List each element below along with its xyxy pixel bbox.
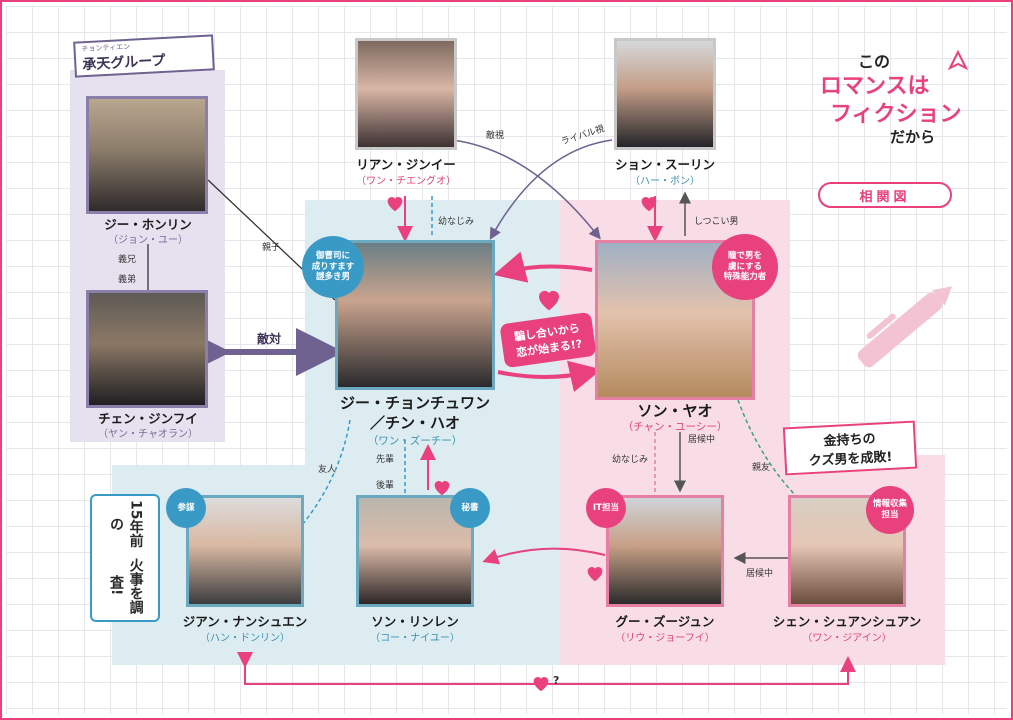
arrow-yao-to-chengzhou bbox=[493, 251, 593, 283]
actor-shen-xuanxuan: （ワン・ジアイン） bbox=[802, 633, 892, 644]
label-gikei: 義兄 bbox=[118, 255, 137, 265]
label-isourou-2: 居候中 bbox=[746, 569, 774, 579]
badge-investigate-line-1: 15年前の bbox=[108, 499, 144, 548]
group-label: チョンティエン 承天グループ bbox=[73, 34, 215, 78]
label-osananajimi-2: 幼なじみ bbox=[612, 455, 649, 465]
name-chen-jinfei: チェン・ジンフイ bbox=[98, 411, 198, 426]
subtitle-text: 相関図 bbox=[859, 189, 911, 205]
actor-ji-chengzhou: （ワン・ズーチー） bbox=[367, 435, 463, 447]
badge-kuzu: 金持ちの クズ男を成敗! bbox=[782, 420, 918, 476]
arrow-tekishi bbox=[451, 139, 601, 240]
label-yujin: 友人 bbox=[318, 465, 337, 475]
bubble-yao-a: 瞳で男を bbox=[727, 251, 762, 262]
actor-song-linlen: （コー・ナイユー） bbox=[370, 633, 460, 644]
actor-ji-hongrin: （ジョン・ユー） bbox=[108, 235, 188, 246]
line-shinyu bbox=[737, 399, 801, 501]
arrow-chengzhou-to-yao bbox=[497, 360, 602, 392]
label-shinyu: 親友 bbox=[752, 463, 771, 473]
subtitle-badge: 相関図 bbox=[818, 182, 952, 208]
bubble-info-a: 情報収集 bbox=[872, 499, 907, 510]
badge-investigate-line-2: 火事を調査! bbox=[108, 557, 144, 614]
label-tekishi: 敵視 bbox=[486, 131, 505, 141]
logo-line-2: ロマンスは bbox=[820, 74, 930, 99]
bubble-it: IT担当 bbox=[586, 488, 626, 528]
badge-investigate: 15年前の 火事を調査! bbox=[90, 494, 160, 622]
bubble-hisho-text: 秘書 bbox=[461, 502, 479, 513]
bubble-info-b: 担当 bbox=[881, 510, 899, 520]
photo-gu-zijun bbox=[606, 495, 724, 607]
actor-song-yao: （チャン・ユーシー） bbox=[622, 421, 728, 433]
actor-chen-jinfei: （ヤン・チャオラン） bbox=[98, 429, 198, 440]
name-ji-chengzhou-line-2: ／チン・ハオ bbox=[369, 414, 461, 432]
logo-line-1: この bbox=[858, 52, 891, 71]
photo-ji-hongrin bbox=[86, 96, 208, 214]
photo-jiang-nanxuan bbox=[186, 495, 304, 607]
name-song-linlen: ソン・リンレン bbox=[371, 614, 459, 629]
label-senpai: 先輩 bbox=[376, 455, 395, 465]
arrow-rival bbox=[489, 139, 613, 240]
bubble-hisho: 秘書 bbox=[450, 488, 490, 528]
label-gitei: 義弟 bbox=[118, 275, 137, 285]
name-ji-chengzhou-line-1: ジー・チョンチュワン bbox=[339, 394, 491, 412]
name-jiang-nanxuan: ジアン・ナンシュエン bbox=[182, 614, 308, 629]
name-song-yao: ソン・ヤオ bbox=[637, 402, 713, 420]
logo: この ロマンスは フィクション だから bbox=[820, 48, 980, 168]
label-unknown: ? bbox=[553, 674, 560, 687]
name-shen-xuanxuan: シェン・シュアンシュアン bbox=[772, 614, 922, 629]
bubble-yao: 瞳で男を 虜にする 特殊能力者 bbox=[712, 234, 778, 300]
label-osananajimi: 幼なじみ bbox=[438, 217, 475, 227]
heart-icon bbox=[641, 197, 657, 212]
bubble-it-text: IT担当 bbox=[593, 502, 619, 513]
heart-arrow-icon bbox=[539, 290, 559, 311]
logo-line-4: だから bbox=[890, 128, 936, 146]
photo-chen-jinfei bbox=[86, 290, 208, 408]
actor-jiang-nanxuan: （ハン・ドンリン） bbox=[200, 633, 290, 644]
bubble-yao-b: 虜にする bbox=[727, 261, 763, 272]
pen-nib-icon bbox=[947, 49, 969, 71]
bubble-chengzhou-b: 成りすます bbox=[311, 261, 355, 272]
heart-icon bbox=[533, 677, 549, 692]
label-kouhai: 後輩 bbox=[376, 481, 395, 491]
name-liang-jingyi: リアン・ジンイー bbox=[356, 157, 456, 172]
label-isourou-1: 居候中 bbox=[688, 435, 716, 445]
photo-liang-jingyi bbox=[355, 38, 457, 150]
heart-icon bbox=[434, 481, 450, 496]
bubble-sanbo-text: 参謀 bbox=[177, 502, 195, 513]
actor-gu-zijun: （リウ・ジョーフイ） bbox=[615, 633, 715, 644]
logo-line-3: フィクション bbox=[830, 102, 962, 127]
arrow-zijun-love bbox=[482, 547, 606, 565]
actor-liang-jingyi: （ワン・チエングオ） bbox=[356, 176, 456, 187]
heart-icon bbox=[387, 197, 403, 212]
line-yujin bbox=[297, 419, 351, 531]
heart-icon bbox=[587, 567, 603, 582]
bubble-chengzhou-a: 御曹司に bbox=[315, 251, 350, 262]
badge-kuzu-line-2: クズ男を成敗! bbox=[808, 449, 893, 470]
bubble-chengzhou: 御曹司に 成りすます 謎多き男 bbox=[302, 236, 364, 298]
name-xiong-surin: ション・スーリン bbox=[614, 157, 716, 172]
name-gu-zijun: グー・ズージュン bbox=[615, 614, 715, 629]
actor-xiong-surin: （ハー・ボン） bbox=[630, 176, 700, 187]
photo-xiong-surin bbox=[614, 38, 716, 150]
label-oyako: 親子 bbox=[262, 243, 281, 253]
bubble-sanbo: 参謀 bbox=[166, 488, 206, 528]
pen-icon bbox=[857, 286, 953, 368]
bubble-chengzhou-c: 謎多き男 bbox=[315, 272, 350, 283]
photo-shen-xuanxuan bbox=[788, 495, 906, 607]
bubble-info: 情報収集 担当 bbox=[866, 486, 914, 534]
label-shitsukoi: しつこい男 bbox=[694, 217, 739, 227]
group-label-name: 承天グループ bbox=[81, 52, 166, 74]
label-tekitai: 敵対 bbox=[257, 332, 282, 346]
bubble-yao-c: 特殊能力者 bbox=[723, 272, 767, 283]
name-ji-hongrin: ジー・ホンリン bbox=[104, 217, 192, 232]
